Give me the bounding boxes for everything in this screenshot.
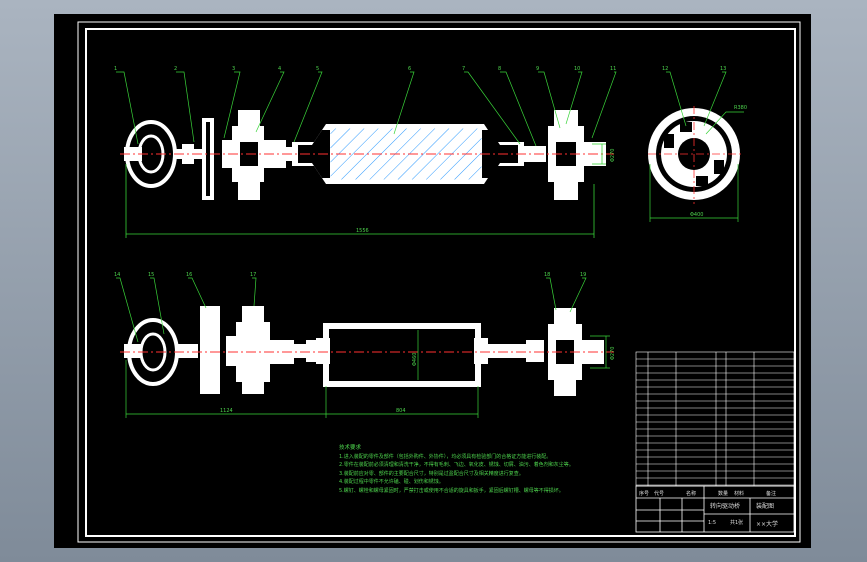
svg-text:代号: 代号 xyxy=(654,490,664,497)
svg-text:数量: 数量 xyxy=(718,490,728,497)
top-drum-hatch xyxy=(329,127,483,181)
svg-text:18: 18 xyxy=(544,272,550,278)
title-block-dept: ××大学 xyxy=(756,520,778,528)
end-view-width-label: Φ400 xyxy=(690,212,703,218)
top-flange-dim-label: Φ270 xyxy=(610,149,616,162)
drawing-title-right: 装配图 xyxy=(756,502,774,510)
svg-text:名称: 名称 xyxy=(686,490,696,497)
tech-note-item: 5.螺钉、螺栓和螺母紧固时，严禁打击或使用不合适的旋具和扳手，紧固后螺钉槽、螺母… xyxy=(339,487,564,494)
svg-text:备注: 备注 xyxy=(766,490,776,497)
svg-text:10: 10 xyxy=(574,66,580,72)
cad-viewport[interactable]: 1556 Φ270 1 2 3 4 5 6 7 8 9 10 11 xyxy=(54,14,811,548)
svg-text:材料: 材料 xyxy=(734,490,744,497)
svg-text:7: 7 xyxy=(462,66,465,72)
tech-notes-heading: 技术要求 xyxy=(339,445,362,451)
svg-text:19: 19 xyxy=(580,272,586,278)
bottom-left-hub xyxy=(226,306,294,394)
bottom-mid-dim-label: 804 xyxy=(396,408,406,414)
bottom-view: 1124 804 Φ460 Φ270 14 15 16 17 18 19 xyxy=(114,272,616,418)
outer-frame xyxy=(77,21,801,543)
svg-text:序号: 序号 xyxy=(639,490,649,497)
tech-note-item: 4.装配过程中零件不允许磕、碰、划伤和锈蚀。 xyxy=(339,479,444,486)
tech-note-item: 3.装配前应对零、部件的主要配合尺寸，特别是过盈配合尺寸及相关精度进行复查。 xyxy=(339,470,524,477)
bottom-disc xyxy=(200,306,220,394)
svg-text:4: 4 xyxy=(278,66,281,72)
tech-note-item: 1.进入装配的零件及部件（包括外购件、外协件），均必须具有检验部门的合格证方能进… xyxy=(339,453,552,460)
svg-text:2: 2 xyxy=(174,66,177,72)
svg-text:6: 6 xyxy=(408,66,411,72)
parts-list xyxy=(635,351,795,487)
end-view: Φ400 R380 12 13 xyxy=(648,66,747,222)
title-block-text: 序号 代号 名称 数量 材料 备注 转向驱动桥 装配图 1:5 共1张 ××大学 xyxy=(639,490,778,528)
svg-text:共1张: 共1张 xyxy=(730,519,743,526)
svg-text:14: 14 xyxy=(114,272,120,278)
svg-text:17: 17 xyxy=(250,272,256,278)
bottom-left-dim-label: 1124 xyxy=(220,408,233,414)
svg-text:11: 11 xyxy=(610,66,616,72)
technical-requirements: 技术要求 1.进入装配的零件及部件（包括外购件、外协件），均必须具有检验部门的合… xyxy=(339,444,639,496)
end-view-leader-label: R380 xyxy=(734,105,747,111)
top-overall-dim-label: 1556 xyxy=(356,228,369,234)
svg-text:13: 13 xyxy=(720,66,726,72)
tech-note-item: 2.零件在装配前必须清理和清洗干净，不得有毛刺、飞边、氧化皮、锈蚀、切屑、油污、… xyxy=(339,462,574,469)
svg-text:1:5: 1:5 xyxy=(708,520,716,526)
bottom-drum xyxy=(323,323,481,387)
svg-text:9: 9 xyxy=(536,66,539,72)
bottom-callout-numbers: 14 15 16 17 18 19 xyxy=(114,272,586,278)
svg-text:8: 8 xyxy=(498,66,501,72)
top-overall-dimension xyxy=(125,143,606,238)
bottom-drum-dim-label: Φ460 xyxy=(412,353,418,366)
svg-text:16: 16 xyxy=(186,272,192,278)
svg-text:1: 1 xyxy=(114,66,117,72)
top-leaders xyxy=(116,71,617,147)
inner-frame xyxy=(85,28,796,537)
top-view: 1556 Φ270 1 2 3 4 5 6 7 8 9 10 11 xyxy=(114,66,617,238)
svg-text:3: 3 xyxy=(232,66,235,72)
svg-text:15: 15 xyxy=(148,272,154,278)
top-callout-numbers: 1 2 3 4 5 6 7 8 9 10 11 xyxy=(114,66,616,72)
drawing-title: 转向驱动桥 xyxy=(710,502,740,510)
bottom-flange-dim-label: Φ270 xyxy=(610,347,616,360)
svg-text:5: 5 xyxy=(316,66,319,72)
svg-text:12: 12 xyxy=(662,66,668,72)
title-block xyxy=(635,485,795,533)
assembly-drawing: 1556 Φ270 1 2 3 4 5 6 7 8 9 10 11 xyxy=(77,21,801,543)
